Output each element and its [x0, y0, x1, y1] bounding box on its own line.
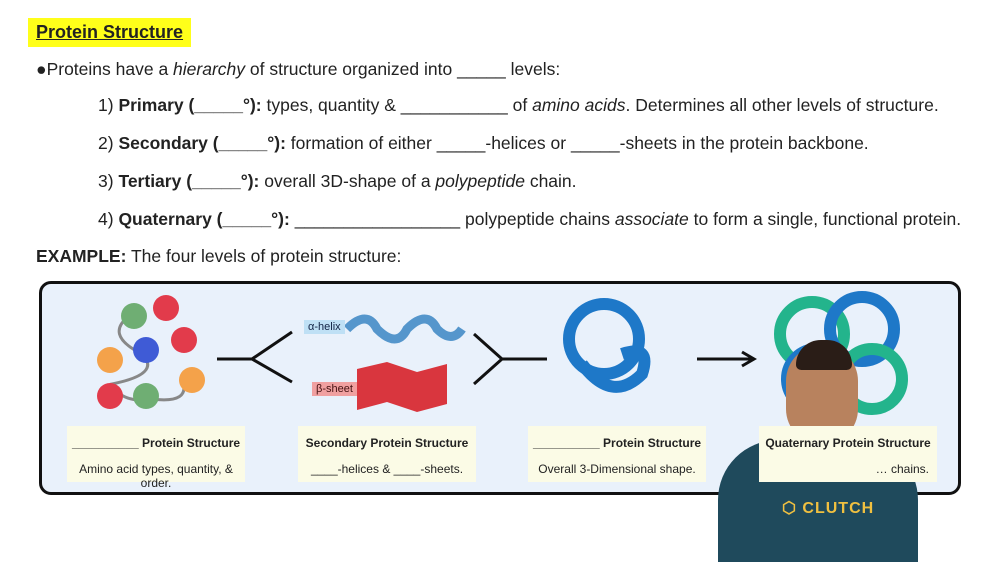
intro-line: ●Proteins have a hierarchy of structure …	[36, 59, 560, 80]
alpha-helix-icon	[343, 314, 466, 344]
card-quaternary: Quaternary Protein Structure… chains.	[759, 426, 937, 482]
level-tertiary: 3) Tertiary (_____°): overall 3D-shape o…	[98, 171, 577, 191]
level-quaternary: 4) Quaternary (_____°): ________________…	[98, 209, 962, 229]
beta-sheet-icon	[357, 362, 447, 412]
bullet: ●	[36, 59, 47, 79]
primary-structure-icon	[97, 295, 205, 409]
intro-text: Proteins have a	[46, 59, 174, 79]
alpha-helix-tag: α-helix	[304, 320, 345, 334]
clutch-logo: ⬡ CLUTCH	[782, 500, 875, 517]
level-primary: 1) Primary (_____°): types, quantity & _…	[98, 95, 939, 115]
diagram-illustrations	[97, 291, 908, 415]
intro-emphasis: hierarchy	[173, 59, 246, 79]
level-secondary: 2) Secondary (_____°): formation of eith…	[98, 133, 869, 153]
tertiary-structure-icon	[563, 298, 651, 393]
beta-sheet-tag: β-sheet	[312, 382, 357, 396]
intro-text-end: of structure organized into _____ levels…	[245, 59, 561, 79]
card-secondary: Secondary Protein Structure____-helices …	[298, 426, 476, 482]
arrow-right-icon	[473, 332, 547, 386]
example-line: EXAMPLE: The four levels of protein stru…	[36, 246, 402, 266]
presenter-hair	[796, 340, 852, 370]
arrow-right-icon	[697, 350, 757, 368]
page-title: Protein Structure	[28, 18, 192, 47]
branch-arrow-icon	[217, 330, 293, 384]
